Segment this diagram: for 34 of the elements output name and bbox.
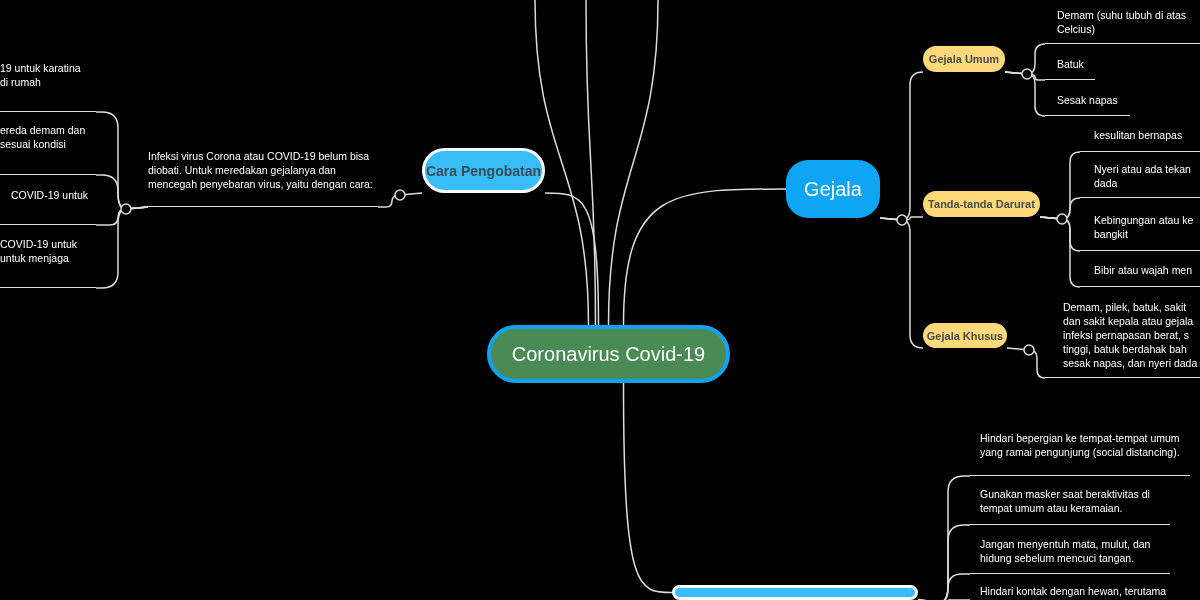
connector-line	[544, 192, 600, 326]
connector-line	[622, 382, 673, 594]
connector-line	[1006, 347, 1046, 379]
topic-box	[672, 585, 918, 600]
topic-text: Gunakan masker saat beraktivitas di tempat umum atau keramaian.	[970, 484, 1170, 525]
topic-text: Bibir atau wajah men	[1080, 258, 1200, 287]
topic-text: Kebingungan atau ke bangkit	[1080, 208, 1200, 251]
topic-text: Demam (suhu tubuh di atas Celcius)	[1045, 4, 1200, 44]
connector-line	[377, 192, 423, 208]
topic-text: 19 untuk karatina di rumah	[0, 56, 96, 112]
main-topic: Cara Pengobatan	[422, 148, 545, 193]
topic-text: kesulitan bernapas	[1080, 122, 1200, 152]
connector-line	[917, 599, 971, 600]
topic-text: Infeksi virus Corona atau COVID-19 belum bisa diobati. Untuk meredakan gejalanya dan mencegah penyebaran virus, yaitu dengan cara:	[148, 140, 378, 207]
connector-line	[607, 0, 659, 326]
topic-text: Sesak napas	[1045, 88, 1130, 116]
connector-line	[585, 0, 597, 326]
central-topic: Coronavirus Covid-19	[487, 325, 730, 383]
topic-text: Hindari bepergian ke tempat-tempat umum yang ramai pengunjung (social distancing).	[970, 420, 1190, 476]
topic-text: Jangan menyentuh mata, mulut, dan hidung sebelum mencuci tangan.	[970, 534, 1170, 574]
subtopic-label: Gejala Umum	[923, 46, 1005, 72]
subtopic-label: Tanda-tanda Darurat	[923, 191, 1040, 217]
topic-text: COVID-19 untuk	[0, 182, 96, 225]
topic-text: COVID-19 untuk untuk menjaga	[0, 232, 96, 288]
topic-text: Demam, pilek, batuk, sakit dan sakit kepala atau gejala infeksi pernapasan berat, s tinggi, batuk berdahak bah sesak napas, dan nyeri dada	[1045, 296, 1200, 378]
topic-text: Nyeri atau ada tekan dada	[1080, 158, 1200, 198]
topic-text: Hindari kontak dengan hewan, terutama	[970, 584, 1200, 600]
main-topic: Gejala	[786, 160, 880, 218]
topic-text: ereda demam dan sesuai kondisi	[0, 118, 96, 175]
topic-text: Batuk	[1045, 52, 1095, 80]
subtopic-label: Gejala Khusus	[923, 323, 1007, 348]
connector-line	[622, 188, 787, 326]
connector-line	[95, 206, 149, 289]
connector-line	[534, 0, 590, 326]
